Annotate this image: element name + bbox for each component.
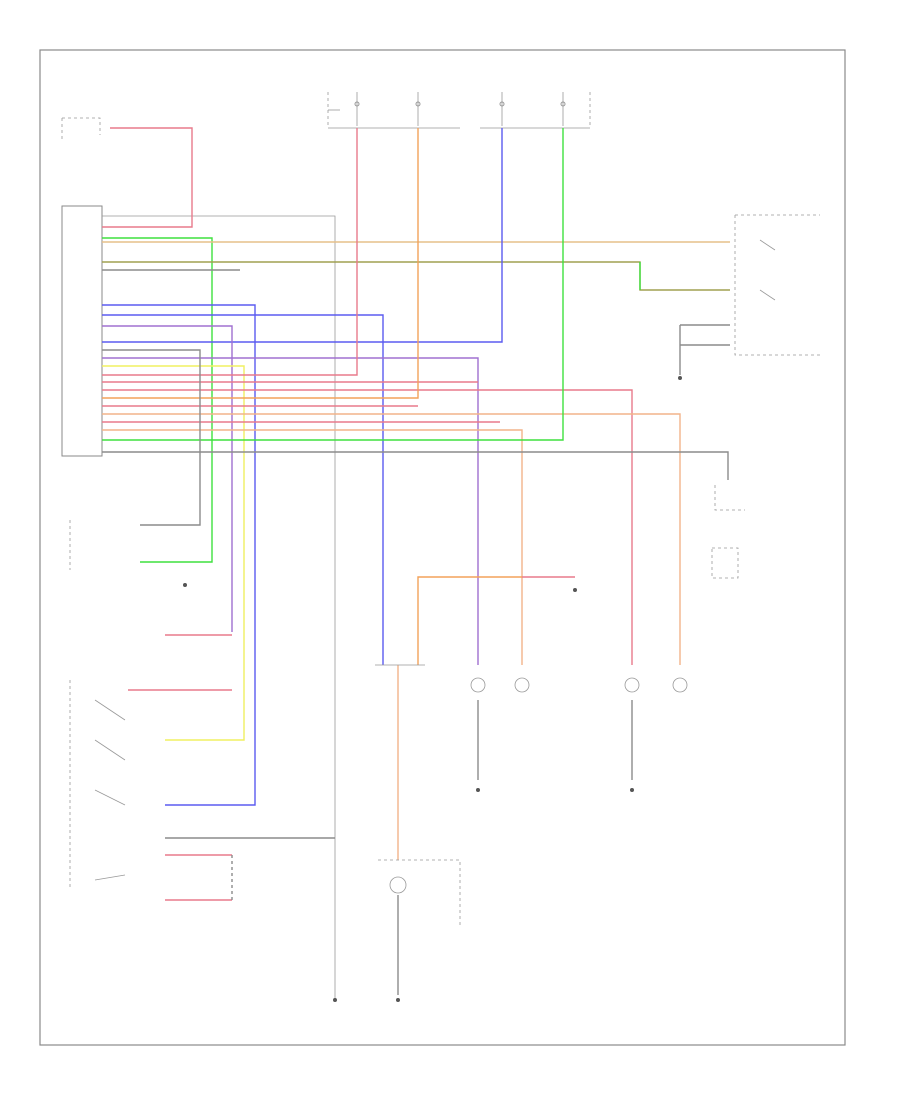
ignition-switch: [69, 680, 126, 890]
ground-meter: [396, 998, 400, 1002]
diagram-frame: [39, 49, 846, 1046]
ground-right: [630, 788, 634, 792]
right-headlamp: [624, 677, 688, 780]
left-headlamp: [470, 677, 530, 780]
combination-switch: [734, 214, 820, 356]
fuse-1: [354, 92, 360, 126]
wire-harness: [102, 127, 730, 901]
combination-meter: [378, 859, 461, 995]
power-source-block: [327, 92, 591, 129]
headlamp-level: [573, 588, 577, 592]
fuse-2: [415, 92, 421, 126]
indicator-light: [711, 485, 745, 579]
ground-center: [333, 998, 337, 1002]
daytime-sensor: [69, 520, 187, 587]
ground-point-right: [678, 376, 682, 380]
fuse-4: [560, 92, 566, 126]
fuse-3: [499, 92, 505, 126]
dash-switch: [61, 117, 101, 140]
ground-left: [476, 788, 480, 792]
headlamp-relay-module: [61, 205, 336, 1000]
